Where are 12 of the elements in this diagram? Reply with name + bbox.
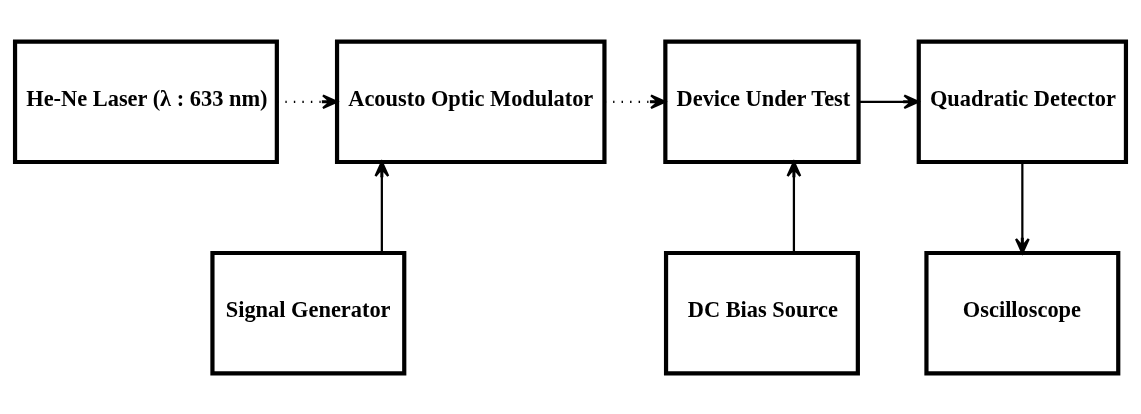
node-box: Device Under Test <box>663 39 861 164</box>
arrow <box>786 160 802 253</box>
node-box: Quadratic Detector <box>916 39 1129 164</box>
node-box: DC Bias Source <box>663 250 860 375</box>
node-box: Oscilloscope <box>924 250 1121 375</box>
arrow <box>1014 161 1030 254</box>
arrow <box>858 93 920 109</box>
arrow <box>374 160 390 253</box>
node-box: Signal Generator <box>210 250 407 375</box>
node-box: He-Ne Laser (λ : 633 nm) <box>12 39 279 164</box>
arrow <box>604 93 667 109</box>
node-box: Acousto Optic Modulator <box>334 39 607 164</box>
